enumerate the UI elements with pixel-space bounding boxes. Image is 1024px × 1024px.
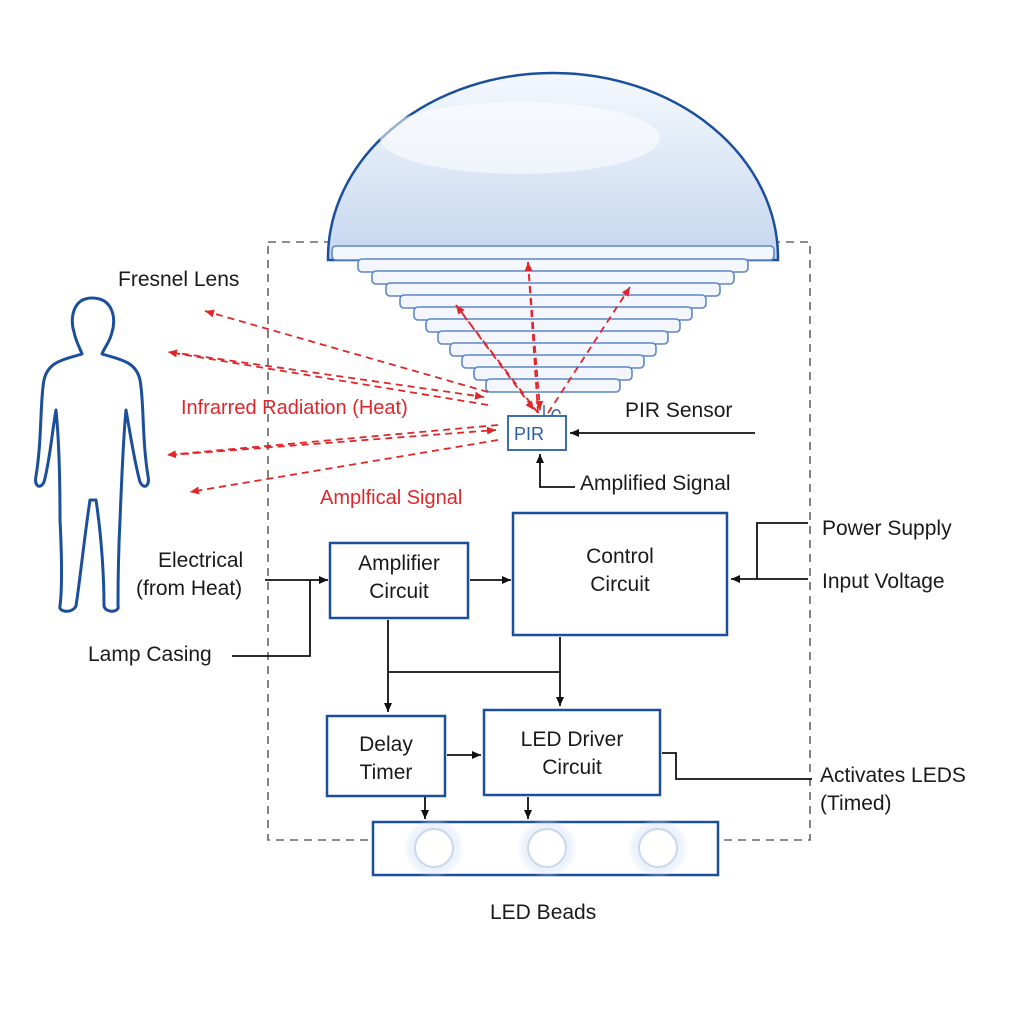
led-driver-label-line2: Circuit (542, 756, 602, 779)
led-beads-bar (371, 818, 720, 878)
lamp-dome (326, 71, 780, 262)
led-driver-circuit-block: LED Driver Circuit (482, 708, 662, 797)
fresnel-lens-rings (331, 245, 775, 393)
control-label-line2: Circuit (590, 573, 650, 596)
amplified-signal-label: Amplified Signal (580, 472, 731, 495)
delay-label-line1: Delay (359, 733, 413, 756)
amplifier-label-line2: Circuit (369, 580, 429, 603)
led-beads-label: LED Beads (490, 901, 596, 924)
infrared-rays (166, 261, 631, 495)
power-supply-label: Power Supply (822, 517, 952, 540)
pir-sensor-label: PIR Sensor (625, 399, 732, 422)
control-circuit-block: Control Circuit (511, 511, 729, 637)
electrical-label-line1: Electrical (158, 549, 243, 572)
input-voltage-label: Input Voltage (822, 570, 945, 593)
delay-label-line2: Timer (360, 761, 413, 784)
circuit-wires (232, 522, 812, 819)
human-figure-icon (34, 296, 150, 613)
delay-timer-block: Delay Timer (325, 714, 447, 798)
pir-sensor-chip: PIR (507, 405, 567, 451)
amplifier-circuit-block: Amplifier Circuit (328, 541, 470, 620)
pir-chip-label: PIR (514, 424, 544, 444)
control-label-line1: Control (586, 545, 654, 568)
activates-leds-label-line2: (Timed) (820, 792, 892, 815)
led-driver-label-line1: LED Driver (521, 728, 624, 751)
electrical-label-line2: (from Heat) (136, 577, 242, 600)
lamp-casing-label: Lamp Casing (88, 643, 212, 666)
infrared-radiation-label: Infrarred Radiation (Heat) (181, 397, 408, 419)
fresnel-lens-label: Fresnel Lens (118, 268, 239, 291)
amplifier-label-line1: Amplifier (358, 552, 440, 575)
amplified-signal-arrow (536, 454, 575, 488)
amplified-signal-red-label: Amplfical Signal (320, 487, 462, 509)
activates-leds-label-line1: Activates LEDS (820, 764, 966, 787)
